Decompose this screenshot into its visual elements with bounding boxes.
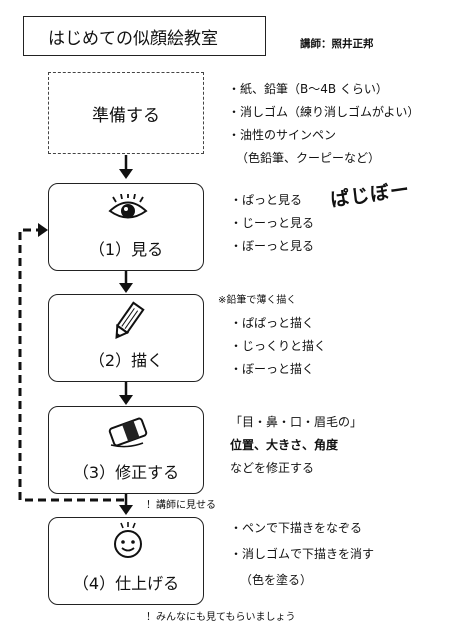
step-note: ・ぼーっと描く <box>230 362 315 376</box>
step-label: （3）修正する <box>72 463 180 482</box>
step-header-note: ※鉛筆で薄く描く <box>218 295 297 306</box>
step-look-box: （1）見る <box>48 183 204 271</box>
prep-label: 準備する <box>92 105 160 126</box>
footer-note: ！みんなにも見てもらいましょう <box>146 612 296 623</box>
step-note: ・消しゴムで下描きを消す <box>230 547 375 561</box>
page-title: はじめての似顔絵教室 <box>23 16 266 56</box>
step-note: 「目・鼻・口・眉毛の」 <box>230 415 363 429</box>
step-label: （2）描く <box>88 351 164 370</box>
step-note: ・ぼーっと見る <box>230 239 315 253</box>
step-note: ・じーっと見る <box>230 216 315 230</box>
step-note: ・ぱぱっと描く <box>230 316 315 330</box>
prep-item: ・紙、鉛筆（B〜4B くらい） <box>228 82 388 96</box>
step-note: ・じっくりと描く <box>230 339 327 353</box>
step-note: 位置、大きさ、角度 <box>230 438 339 452</box>
step-draw-box: （2）描く <box>48 294 204 382</box>
smiley-face-icon <box>114 522 142 558</box>
prep-box: 準備する <box>48 72 204 154</box>
step-correct-box: （3）修正する <box>48 406 204 494</box>
step-note: などを修正する <box>230 461 315 475</box>
step-label: （4）仕上げる <box>72 574 180 593</box>
eraser-icon <box>108 417 148 448</box>
prep-item: ・油性のサインペン <box>228 128 337 142</box>
eye-icon <box>108 194 148 219</box>
show-instructor-note: ！講師に見せる <box>146 500 216 511</box>
instructor-name: 講師：照井正邦 <box>300 38 374 50</box>
step-note: （色を塗る） <box>240 573 313 587</box>
pencil-icon <box>115 301 145 339</box>
prep-item: ・消しゴム（練り消しゴムがよい） <box>228 105 420 119</box>
prep-item: （色鉛筆、クーピーなど） <box>236 151 381 165</box>
step-note: ・ぱっと見る <box>230 193 303 207</box>
step-note: ・ペンで下描きをなぞる <box>230 521 363 535</box>
step-label: （1）見る <box>88 240 164 259</box>
step-finish-box: （4）仕上げる <box>48 517 204 605</box>
loop-back-arrow <box>18 223 124 502</box>
